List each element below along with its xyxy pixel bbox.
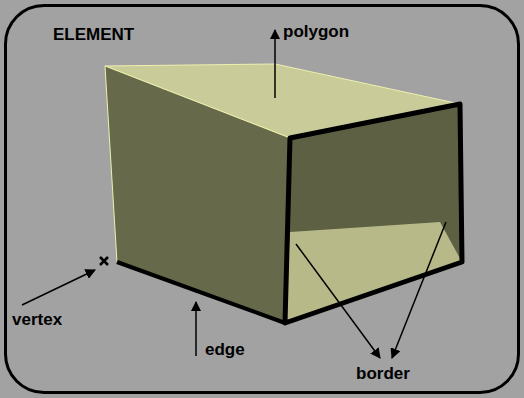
side-face: [105, 66, 290, 323]
edge-line: [117, 262, 285, 323]
polygon-arrow: [274, 30, 276, 98]
edge-label: edge: [205, 340, 245, 360]
polygon-label: polygon: [283, 22, 349, 42]
frame-title: ELEMENT: [53, 25, 134, 45]
vertex-arrow: [22, 270, 95, 305]
border-outline: [285, 104, 462, 323]
vertex-marker: [100, 257, 108, 265]
border-leader: [392, 222, 446, 358]
border-leader: [296, 244, 380, 358]
edge-arrow: [195, 302, 197, 356]
element-frame: ELEMENT: [4, 4, 520, 394]
border-label: border: [356, 364, 410, 384]
vertex-label: vertex: [12, 310, 62, 330]
interior-wall: [285, 104, 462, 323]
